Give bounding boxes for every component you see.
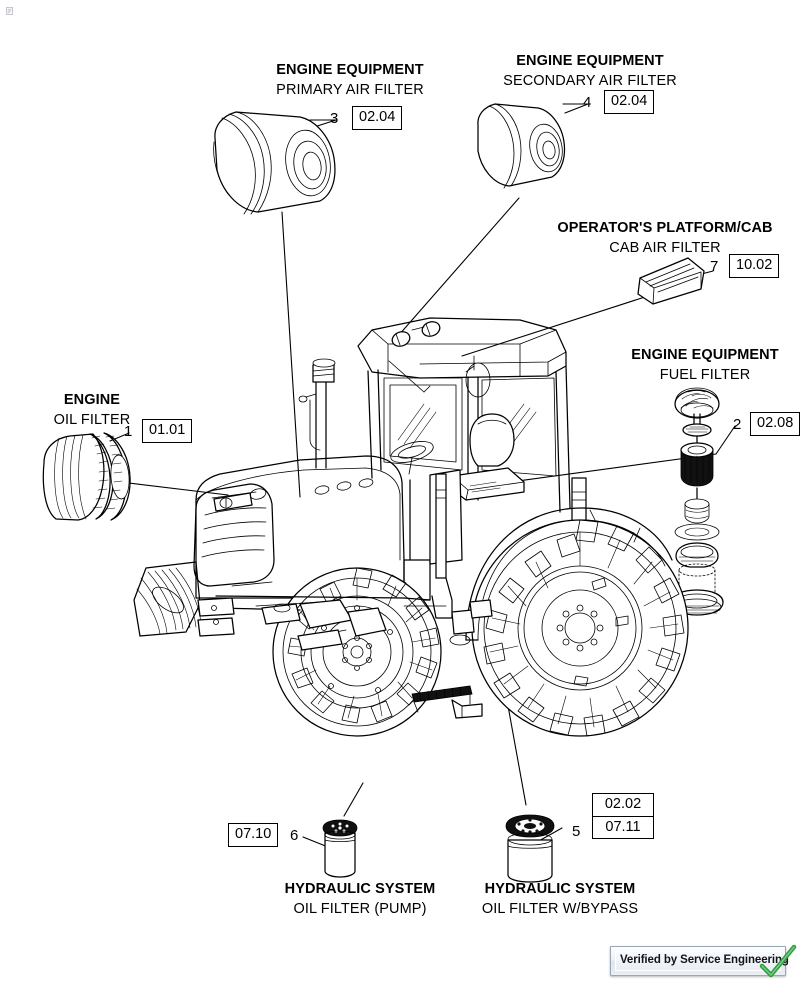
code-box-07-11[interactable]: 07.11 (593, 815, 653, 839)
cab-air-filter-art (637, 257, 705, 305)
callout-number-4: 4 (583, 94, 592, 111)
corner-artifact (6, 7, 13, 15)
callout-number-2: 2 (733, 416, 742, 433)
code-box-02-08[interactable]: 02.08 (750, 412, 801, 436)
callout-number-6: 6 (290, 827, 299, 844)
caption-subheading: CAB AIR FILTER (609, 240, 721, 257)
caption-subheading: FUEL FILTER (659, 367, 751, 384)
front-wheel (272, 567, 442, 737)
code-box-10-02[interactable]: 10.02 (729, 254, 780, 278)
hydraulic-bypass-filter-art (505, 814, 555, 883)
callout-number-5: 5 (572, 823, 581, 840)
callout-number-7: 7 (710, 258, 719, 275)
caption-secondary-air-filter: ENGINE EQUIPMENT SECONDARY AIR FILTER (450, 53, 730, 90)
caption-fuel-filter: ENGINE EQUIPMENT FUEL FILTER (605, 347, 805, 384)
callout-number-1: 1 (124, 423, 133, 440)
checkmark-icon (759, 944, 797, 978)
caption-primary-air-filter: ENGINE EQUIPMENT PRIMARY AIR FILTER (205, 62, 495, 99)
secondary-air-filter-art (477, 103, 566, 189)
caption-engine-oil-filter: ENGINE OIL FILTER (22, 392, 162, 429)
callout-number-3: 3 (330, 110, 339, 127)
caption-heading: ENGINE EQUIPMENT (631, 347, 779, 363)
caption-cab-air-filter: OPERATOR'S PLATFORM/CAB CAB AIR FILTER (535, 220, 795, 257)
caption-subheading: OIL FILTER (PUMP) (293, 901, 427, 918)
leader-lines (109, 103, 736, 850)
caption-heading: ENGINE EQUIPMENT (516, 53, 664, 69)
code-box-07-10[interactable]: 07.10 (228, 823, 279, 847)
code-box-02-04-primary[interactable]: 02.04 (352, 106, 403, 130)
fuel-filter-art (670, 387, 724, 616)
code-box-02-02[interactable]: 02.02 (604, 796, 642, 812)
caption-heading: ENGINE EQUIPMENT (276, 62, 424, 78)
caption-subheading: PRIMARY AIR FILTER (276, 82, 424, 99)
code-box-stack-bypass[interactable]: 02.02 07.11 (592, 793, 654, 839)
caption-heading: OPERATOR'S PLATFORM/CAB (557, 220, 773, 236)
caption-heading: HYDRAULIC SYSTEM (284, 881, 436, 897)
caption-hydraulic-bypass-filter: HYDRAULIC SYSTEM OIL FILTER W/BYPASS (445, 881, 675, 918)
rear-wheel (471, 519, 689, 737)
stamp-plate (610, 946, 786, 976)
code-box-02-04-secondary[interactable]: 02.04 (604, 90, 655, 114)
verified-stamp: Verified by Service Engineering (610, 944, 798, 980)
stamp-label: Verified by Service Engineering (620, 954, 789, 966)
caption-heading: ENGINE (63, 392, 121, 408)
caption-heading: HYDRAULIC SYSTEM (484, 881, 636, 897)
caption-subheading: OIL FILTER W/BYPASS (481, 901, 639, 918)
caption-subheading: OIL FILTER (53, 412, 131, 429)
caption-hydraulic-pump-filter: HYDRAULIC SYSTEM OIL FILTER (PUMP) (255, 881, 465, 918)
primary-air-filter-art (213, 111, 336, 215)
code-box-01-01[interactable]: 01.01 (142, 419, 193, 443)
caption-subheading: SECONDARY AIR FILTER (503, 73, 677, 90)
engine-oil-filter-art (42, 432, 131, 521)
hydraulic-pump-filter-art (322, 819, 358, 878)
